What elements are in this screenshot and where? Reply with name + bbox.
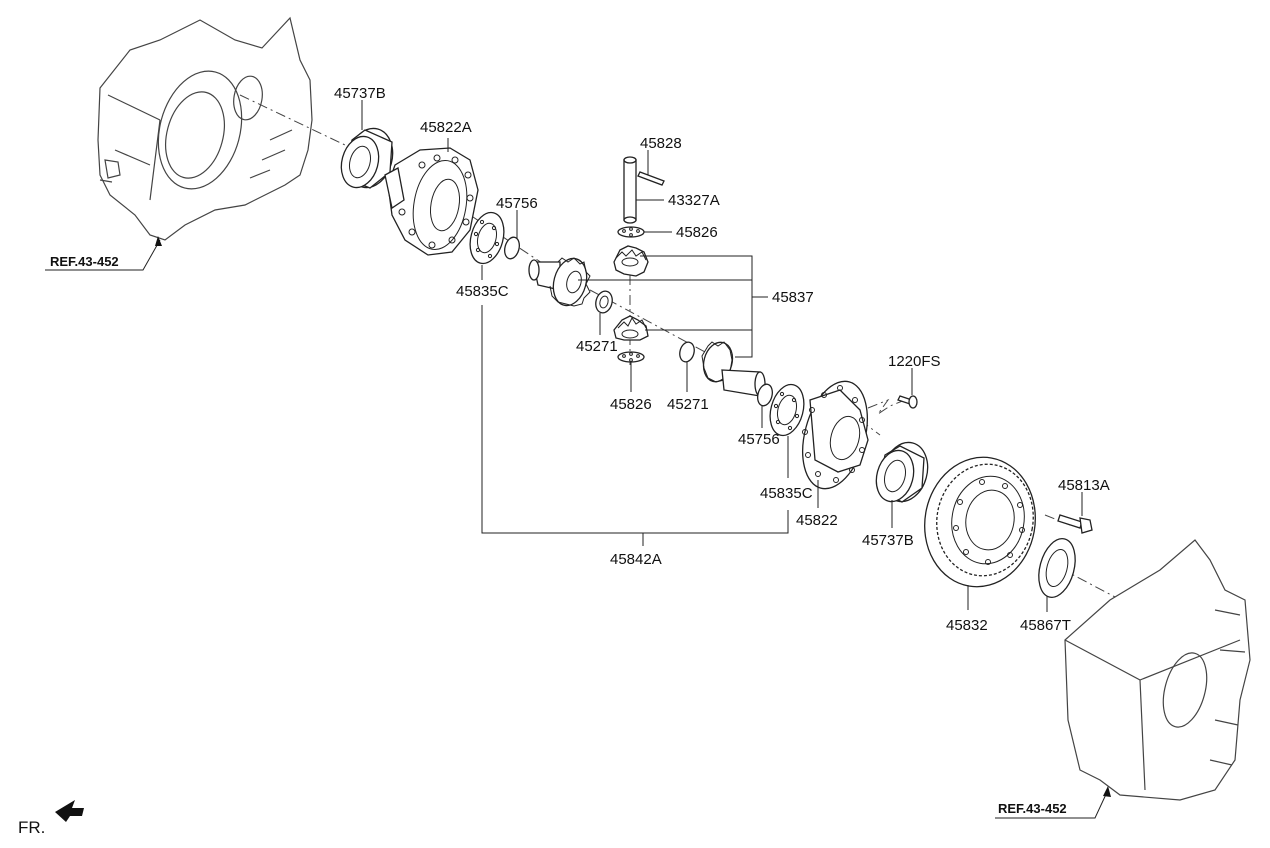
label-45737b-bottom: 45737B	[862, 532, 914, 549]
label-45867t: 45867T	[1020, 617, 1071, 634]
label-45837: 45837	[772, 289, 814, 306]
ref-label-bottom: REF.43-452	[998, 801, 1067, 816]
bolt-45813a	[1057, 514, 1093, 534]
label-45822a: 45822A	[420, 119, 472, 136]
washer-45271-mid	[679, 341, 695, 363]
front-indicator	[55, 800, 84, 822]
label-45828: 45828	[640, 135, 682, 152]
label-45822: 45822	[796, 512, 838, 529]
shim-45867t	[1038, 538, 1076, 598]
label-45756-bottom: 45756	[738, 431, 780, 448]
label-45826-bottom: 45826	[610, 396, 652, 413]
label-45826-top: 45826	[676, 224, 718, 241]
side-gear-left	[528, 257, 591, 307]
diff-case-45822a	[384, 147, 479, 256]
label-45271-left: 45271	[576, 338, 618, 355]
ref-label-top: REF.43-452	[50, 254, 119, 269]
transaxle-case-top	[45, 16, 313, 271]
label-45271-mid: 45271	[667, 396, 709, 413]
label-43327a: 43327A	[668, 192, 720, 209]
pinion-gear-bottom	[613, 315, 649, 341]
thrust-washer-45835c-right	[769, 383, 805, 437]
pinion-washer-45826-top	[617, 226, 645, 238]
transaxle-case-bottom	[995, 539, 1251, 819]
label-45737b-top: 45737B	[334, 85, 386, 102]
ring-gear-45832	[924, 456, 1036, 588]
label-45835c-right: 45835C	[760, 485, 813, 502]
washer-45271-left	[595, 290, 613, 314]
side-gear-right	[701, 341, 766, 397]
bearing-45737b-bottom	[875, 441, 929, 503]
bolt-1220fs	[897, 395, 918, 409]
front-arrow-icon	[55, 800, 84, 822]
label-45756-top: 45756	[496, 195, 538, 212]
label-45813a: 45813A	[1058, 477, 1110, 494]
bracket-45842a	[481, 305, 789, 546]
ref-arrow-top	[155, 236, 162, 246]
ref-arrow-bottom	[1103, 786, 1111, 797]
thrust-washer-45835c-left	[469, 211, 505, 265]
pinion-shaft-43327a	[623, 156, 637, 224]
pinion-washer-45826-bottom	[617, 351, 645, 363]
pinion-gear-top	[613, 245, 649, 277]
lock-pin-45828	[637, 171, 665, 186]
bearing-45737b-top	[340, 127, 394, 189]
label-45832: 45832	[946, 617, 988, 634]
snap-ring-45756-top	[504, 236, 520, 260]
diff-case-45822	[802, 380, 869, 490]
label-1220fs: 1220FS	[888, 353, 941, 370]
label-45835c-left: 45835C	[456, 283, 509, 300]
front-label: FR.	[18, 818, 45, 837]
bracket-45837	[578, 255, 768, 358]
label-45842a: 45842A	[610, 551, 662, 568]
